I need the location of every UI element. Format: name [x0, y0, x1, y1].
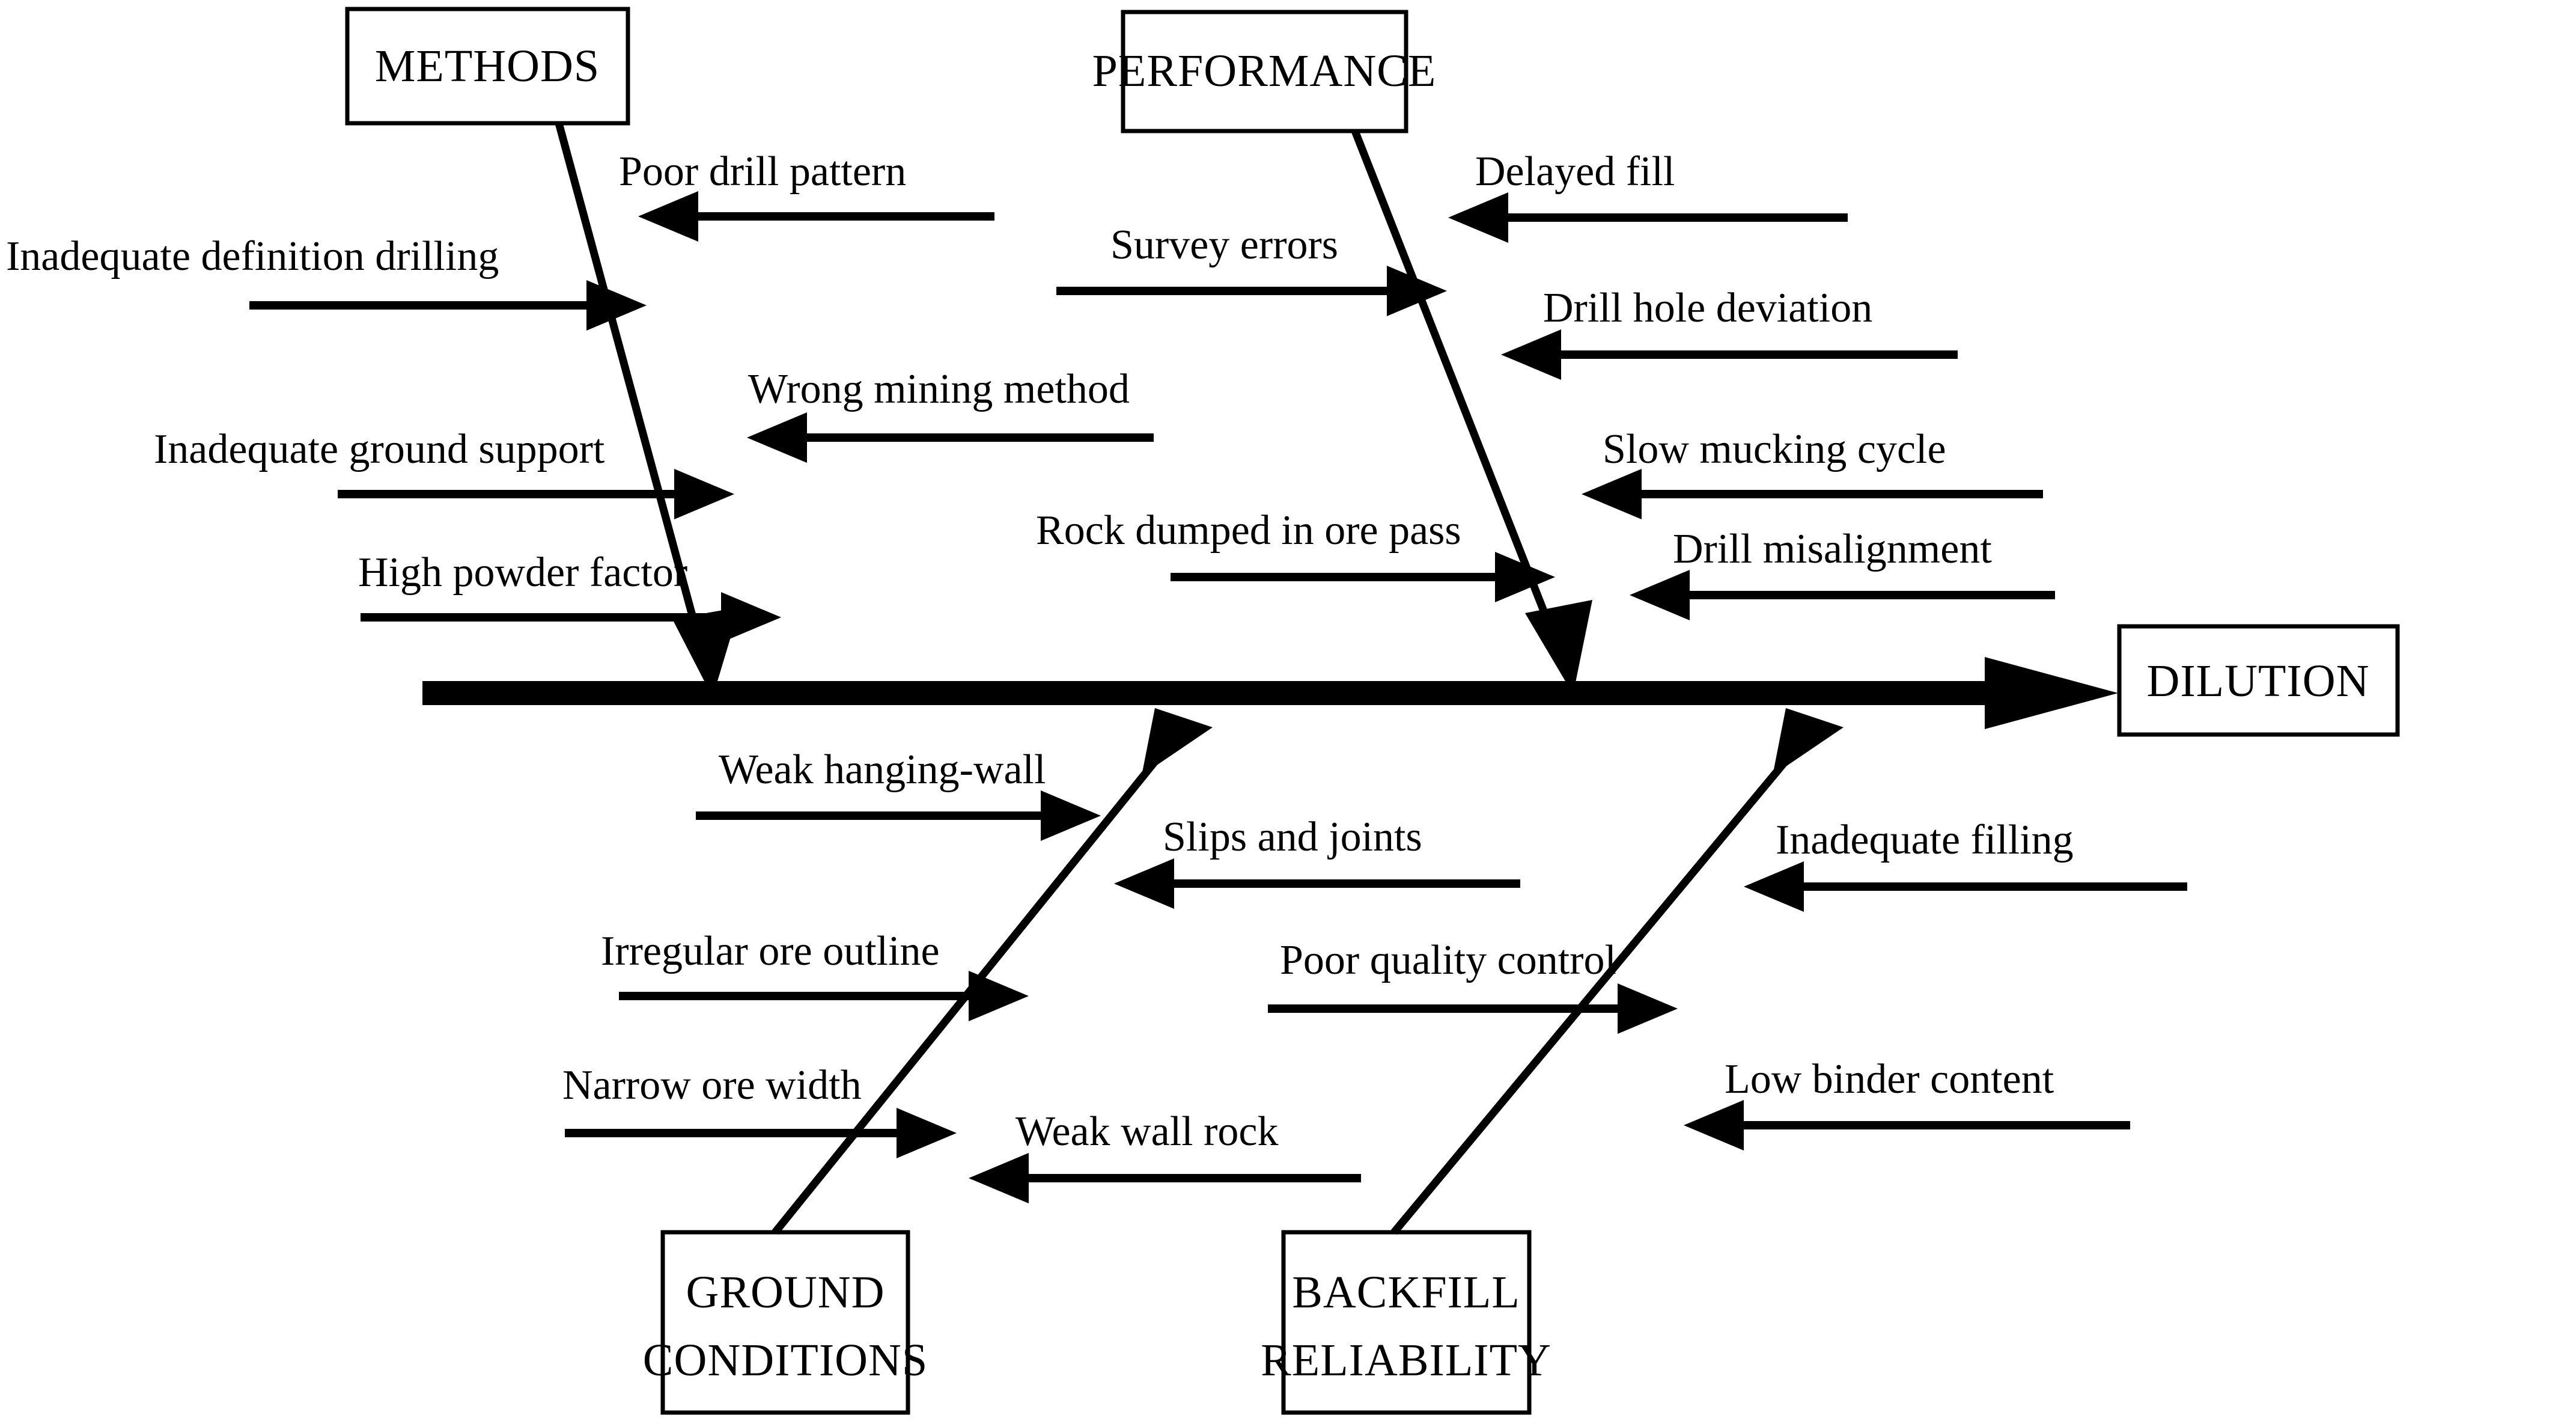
cause-label: Rock dumped in ore pass	[1036, 507, 1461, 554]
cause-performance-rock-dumped-in-ore-pass: Rock dumped in ore pass	[1036, 507, 1555, 602]
cause-arrowhead	[1684, 1100, 1744, 1150]
cause-arrowhead	[721, 592, 781, 643]
cause-label: Slow mucking cycle	[1603, 426, 1946, 472]
cause-performance-survey-errors: Survey errors	[1056, 222, 1447, 316]
spine-arrowhead	[1985, 657, 2118, 729]
cause-label: Survey errors	[1110, 222, 1338, 268]
cause-arrowhead	[1630, 570, 1690, 620]
cause-label: Delayed fill	[1475, 148, 1675, 195]
category-box-backfill-reliability[interactable]: BACKFILL RELIABILITY	[1261, 1230, 1551, 1415]
category-label-backfill-line1: BACKFILL	[1292, 1267, 1520, 1318]
category-label-performance: PERFORMANCE	[1092, 46, 1437, 96]
category-box-backfill-reliability-rect	[1281, 1230, 1532, 1415]
cause-methods-poor-drill-pattern: Poor drill pattern	[619, 148, 994, 242]
cause-label: Weak wall rock	[1015, 1108, 1279, 1155]
rib-methods	[555, 122, 707, 656]
cause-arrowhead	[969, 1153, 1029, 1203]
cause-arrowhead	[969, 971, 1029, 1021]
cause-performance-drill-misalignment: Drill misalignment	[1630, 526, 2055, 620]
effect-label: DILUTION	[2146, 656, 2369, 706]
cause-arrowhead	[747, 412, 807, 463]
cause-ground-weak-hanging-wall: Weak hanging-wall	[696, 747, 1101, 841]
cause-label: Inadequate ground support	[154, 426, 605, 472]
category-box-performance[interactable]: PERFORMANCE	[1092, 10, 1437, 133]
rib-ground-conditions-arrowhead	[1142, 708, 1213, 775]
cause-label: Inadequate filling	[1776, 817, 2074, 863]
cause-label: Wrong mining method	[748, 366, 1130, 412]
cause-arrowhead	[586, 280, 647, 331]
cause-arrowhead	[1387, 266, 1447, 316]
cause-methods-inadequate-ground-support: Inadequate ground support	[154, 426, 734, 519]
cause-label: Irregular ore outline	[601, 928, 940, 974]
cause-arrowhead	[1114, 858, 1174, 909]
cause-label: Poor quality control	[1280, 937, 1616, 983]
cause-backfill-low-binder-content: Low binder content	[1684, 1056, 2130, 1150]
rib-performance-arrowhead	[1525, 600, 1592, 694]
cause-label: High powder factor	[358, 549, 687, 596]
cause-label: Low binder content	[1725, 1056, 2054, 1102]
cause-label: Weak hanging-wall	[719, 747, 1046, 793]
rib-backfill-arrowhead	[1773, 708, 1844, 775]
category-box-performance-rect	[1121, 10, 1408, 133]
cause-label: Slips and joints	[1163, 814, 1422, 860]
cause-performance-delayed-fill: Delayed fill	[1448, 148, 1848, 243]
cause-methods-wrong-mining-method: Wrong mining method	[747, 366, 1154, 463]
cause-arrowhead	[1495, 552, 1555, 602]
cause-arrowhead	[1744, 861, 1804, 912]
category-box-methods-rect	[345, 7, 630, 126]
cause-methods-inadequate-definition-drilling: Inadequate definition drilling	[6, 233, 647, 331]
cause-label: Drill hole deviation	[1543, 285, 1872, 331]
effect-box-rect	[2117, 624, 2400, 737]
cause-methods-high-powder-factor: High powder factor	[358, 549, 781, 643]
cause-label: Inadequate definition drilling	[6, 233, 499, 280]
cause-arrowhead	[638, 191, 698, 242]
main-spine-group	[422, 657, 2118, 729]
cause-ground-narrow-ore-width: Narrow ore width	[562, 1062, 957, 1158]
cause-arrowhead	[1041, 790, 1101, 841]
category-label-ground-conditions-line2: CONDITIONS	[643, 1335, 928, 1386]
cause-performance-slow-mucking-cycle: Slow mucking cycle	[1582, 426, 2043, 519]
cause-arrowhead	[897, 1108, 957, 1158]
cause-label: Poor drill pattern	[619, 148, 906, 195]
category-label-backfill-line2: RELIABILITY	[1261, 1335, 1551, 1386]
category-box-ground-conditions[interactable]: GROUND CONDITIONS	[643, 1230, 928, 1415]
category-box-ground-conditions-rect	[660, 1230, 910, 1415]
cause-arrowhead	[1501, 329, 1561, 380]
cause-arrowhead	[674, 469, 734, 519]
category-label-ground-conditions-line1: GROUND	[686, 1267, 885, 1318]
cause-label: Drill misalignment	[1673, 526, 1992, 572]
cause-ground-weak-wall-rock: Weak wall rock	[969, 1108, 1361, 1203]
cause-arrowhead	[1582, 469, 1642, 519]
category-box-methods[interactable]: METHODS	[345, 7, 630, 126]
cause-backfill-poor-quality-control: Poor quality control	[1268, 937, 1678, 1034]
cause-arrowhead	[1448, 192, 1508, 243]
spine-shaft	[422, 681, 1985, 705]
cause-backfill-inadequate-filling: Inadequate filling	[1744, 817, 2187, 912]
cause-ground-slips-and-joints: Slips and joints	[1114, 814, 1520, 909]
cause-arrowhead	[1618, 983, 1678, 1034]
category-label-methods: METHODS	[375, 41, 600, 91]
rib-backfill-reliability	[1391, 730, 1812, 1235]
cause-label: Narrow ore width	[562, 1062, 862, 1108]
cause-performance-drill-hole-deviation: Drill hole deviation	[1501, 285, 1958, 380]
cause-ground-irregular-ore-outline: Irregular ore outline	[601, 928, 1029, 1021]
effect-box[interactable]: DILUTION	[2117, 624, 2400, 737]
